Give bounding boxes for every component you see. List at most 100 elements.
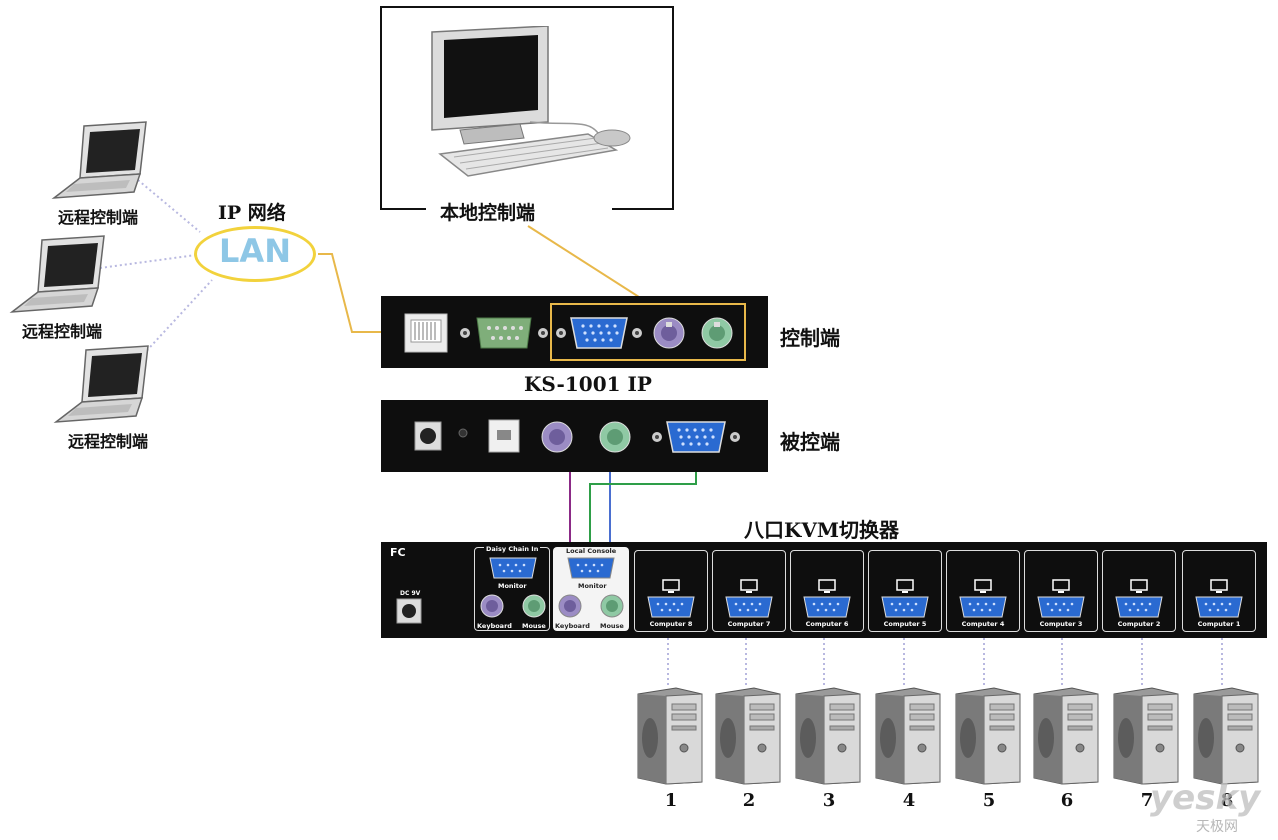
laptop-icon bbox=[51, 121, 147, 199]
ps2-mouse-port-icon bbox=[599, 421, 631, 453]
ip-kvm-console-ports bbox=[404, 303, 746, 361]
computer-port-group: Computer 1 bbox=[1182, 550, 1256, 632]
switch-local-mouse-label: Mouse bbox=[600, 622, 624, 630]
computer-port-group: Computer 4 bbox=[946, 550, 1020, 632]
computer-port-group: Computer 3 bbox=[1024, 550, 1098, 632]
remote-console-label-1: 远程控制端 bbox=[58, 208, 139, 227]
monitor-icon bbox=[1210, 579, 1228, 593]
daisy-monitor-label: Monitor bbox=[498, 582, 527, 590]
kvm-switch-title: 八口KVM切换器 bbox=[744, 518, 900, 542]
ps2-keyboard-port-icon bbox=[653, 317, 685, 349]
tower-computer-icon bbox=[715, 687, 781, 785]
ip-network-label: IP 网络 bbox=[218, 202, 286, 224]
reset-hole-icon bbox=[458, 428, 468, 438]
vga-port-icon bbox=[725, 596, 773, 618]
computer-port-group: Computer 7 bbox=[712, 550, 786, 632]
remote-link-1 bbox=[137, 179, 201, 233]
switch-local-keyboard-label: Keyboard bbox=[555, 622, 590, 630]
vga-port-icon bbox=[647, 596, 695, 618]
monitor-icon bbox=[662, 579, 680, 593]
tower-computer-icon bbox=[1113, 687, 1179, 785]
console-side-label: 控制端 bbox=[780, 326, 840, 350]
daisy-chain-title: Daisy Chain In bbox=[484, 545, 541, 553]
daisy-chain-ports bbox=[480, 557, 546, 618]
monitor-icon bbox=[1130, 579, 1148, 593]
remote-link-2 bbox=[99, 254, 197, 269]
tower-computer-icon bbox=[1033, 687, 1099, 785]
vga-port-icon bbox=[1195, 596, 1243, 618]
rj45-port-icon bbox=[404, 313, 448, 353]
watermark-sub: 天极网 bbox=[1196, 819, 1238, 835]
computer-port-label: Computer 1 bbox=[1197, 620, 1241, 628]
computer-number-label: 5 bbox=[982, 790, 996, 811]
computer-links bbox=[667, 638, 1223, 688]
remote-console-label-3: 远程控制端 bbox=[68, 432, 149, 451]
serial-port-icon bbox=[460, 317, 548, 349]
controlled-side-label: 被控端 bbox=[780, 430, 840, 454]
tower-computer bbox=[714, 686, 782, 786]
computer-number-label: 8 bbox=[1220, 790, 1234, 811]
computer-port-label: Computer 7 bbox=[727, 620, 771, 628]
switch-local-monitor-label: Monitor bbox=[578, 582, 607, 590]
computer-port-label: Computer 4 bbox=[961, 620, 1005, 628]
local-console-cable bbox=[527, 225, 651, 305]
lan-text: LAN bbox=[219, 232, 291, 270]
daisy-keyboard-label: Keyboard bbox=[477, 622, 512, 630]
tower-computer bbox=[1032, 686, 1100, 786]
remote-console-label-2: 远程控制端 bbox=[22, 322, 103, 341]
local-console-box-bottom-right bbox=[612, 208, 674, 210]
ps2-mouse-port-icon bbox=[600, 594, 624, 618]
tower-computer bbox=[1192, 686, 1260, 786]
computer-number-label: 1 bbox=[664, 790, 678, 811]
tower-computer-icon bbox=[955, 687, 1021, 785]
local-console-label: 本地控制端 bbox=[440, 202, 536, 224]
vga-port-icon bbox=[959, 596, 1007, 618]
watermark-logo: yesky bbox=[1150, 778, 1261, 818]
computer-port-label: Computer 6 bbox=[805, 620, 849, 628]
monitor-icon bbox=[818, 579, 836, 593]
switch-local-console-ports bbox=[558, 557, 624, 618]
computer-port-label: Computer 8 bbox=[649, 620, 693, 628]
vga-port-icon bbox=[489, 557, 537, 579]
switch-power-jack-icon bbox=[396, 598, 422, 624]
computer-port-group: Computer 2 bbox=[1102, 550, 1176, 632]
monitor-icon bbox=[974, 579, 992, 593]
switch-local-console-title: Local Console bbox=[566, 547, 617, 555]
local-console-box-bottom-left bbox=[380, 208, 426, 210]
monitor-icon bbox=[1052, 579, 1070, 593]
laptop-icon bbox=[53, 345, 149, 423]
computer-port-group: Computer 5 bbox=[868, 550, 942, 632]
desktop-computer-icon bbox=[431, 26, 631, 177]
tower-computer-icon bbox=[875, 687, 941, 785]
tower-computer bbox=[954, 686, 1022, 786]
vga-port-icon bbox=[567, 557, 615, 579]
tower-computer-icon bbox=[1193, 687, 1259, 785]
usb-port-icon bbox=[488, 419, 520, 453]
computer-port-label: Computer 5 bbox=[883, 620, 927, 628]
tower-computer bbox=[636, 686, 704, 786]
daisy-mouse-label: Mouse bbox=[522, 622, 546, 630]
fcc-mark: FC bbox=[390, 546, 406, 559]
computer-number-label: 3 bbox=[822, 790, 836, 811]
monitor-icon bbox=[740, 579, 758, 593]
computer-port-label: Computer 3 bbox=[1039, 620, 1083, 628]
vga-port-icon bbox=[1037, 596, 1085, 618]
laptop-icon bbox=[9, 235, 105, 313]
tower-computer bbox=[874, 686, 942, 786]
computer-number-label: 6 bbox=[1060, 790, 1074, 811]
computer-port-group: Computer 8 bbox=[634, 550, 708, 632]
vga-port-icon bbox=[803, 596, 851, 618]
lan-cloud bbox=[194, 226, 316, 282]
dc-label: DC 9V bbox=[400, 590, 421, 597]
console-ports-highlight bbox=[550, 303, 746, 361]
computer-number-label: 4 bbox=[902, 790, 916, 811]
vga-port-icon bbox=[556, 317, 642, 349]
ps2-keyboard-port-icon bbox=[480, 594, 504, 618]
power-jack-icon bbox=[414, 421, 442, 451]
tower-computer-icon bbox=[795, 687, 861, 785]
ps2-mouse-port-icon bbox=[522, 594, 546, 618]
ip-kvm-model-label: KS-1001 IP bbox=[524, 372, 652, 396]
ps2-mouse-port-icon bbox=[701, 317, 733, 349]
lan-cable bbox=[318, 253, 404, 333]
computer-number-label: 7 bbox=[1140, 790, 1154, 811]
